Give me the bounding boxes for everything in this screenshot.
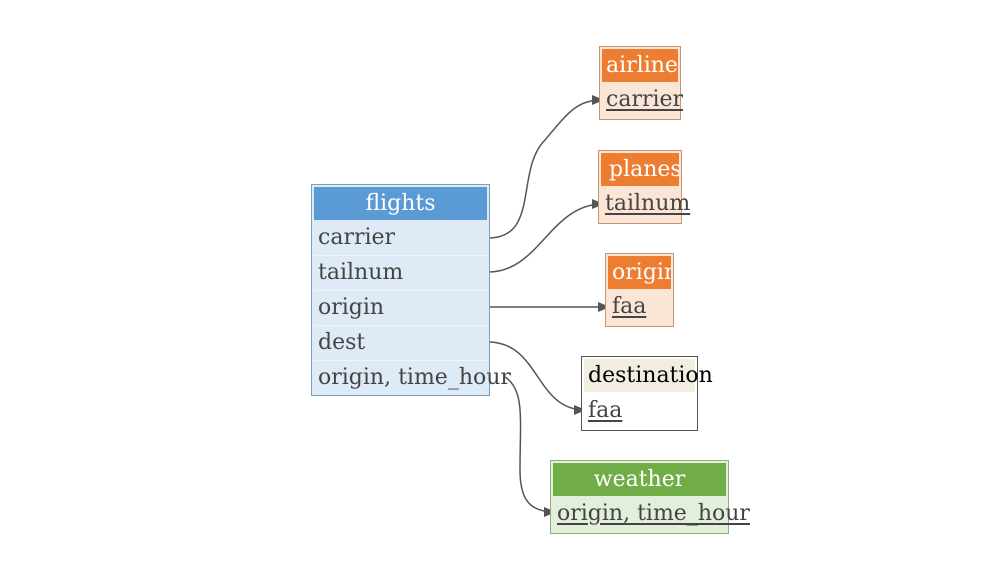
table-destination-header: destination [584, 359, 713, 392]
origin-key-label: faa [612, 294, 647, 319]
weather-key-origin-time-hour: origin, time_hour [553, 497, 750, 531]
table-origin-header: origin [608, 256, 671, 289]
table-airlines[interactable]: airlines carrier [599, 46, 683, 120]
table-flights[interactable]: flights carrier tailnum origin dest orig… [311, 184, 511, 396]
table-airlines-header: airlines [602, 49, 678, 82]
edge-origin-time-hour-to-weather [504, 376, 556, 517]
edge-carrier-to-airlines [487, 95, 604, 239]
table-origin[interactable]: origin faa [605, 253, 674, 327]
destination-key-faa: faa [584, 394, 695, 428]
flights-row-tailnum: tailnum [314, 255, 487, 289]
table-origin-title: origin [612, 260, 671, 285]
table-planes[interactable]: planes tailnum [598, 150, 690, 224]
origin-key-faa: faa [608, 290, 671, 324]
flights-row-dest: dest [314, 325, 487, 359]
airlines-key-carrier: carrier [602, 83, 683, 117]
table-planes-header: planes [601, 153, 679, 186]
table-destination-title: destination [588, 363, 713, 388]
table-planes-title: planes [609, 157, 679, 182]
table-weather-header: weather [553, 463, 726, 496]
planes-key-label: tailnum [605, 191, 691, 216]
planes-key-tailnum: tailnum [601, 187, 690, 221]
table-weather-title: weather [593, 467, 686, 492]
table-flights-header: flights [314, 187, 487, 220]
edge-tailnum-to-planes [487, 199, 604, 273]
airlines-key-label: carrier [606, 87, 684, 112]
table-weather[interactable]: weather origin, time_hour [550, 460, 750, 534]
flights-row-carrier: carrier [318, 225, 396, 250]
edge-dest-to-destination [487, 341, 586, 415]
table-flights-title: flights [365, 191, 436, 216]
table-destination[interactable]: destination faa [581, 356, 713, 431]
flights-row-origin: origin [314, 290, 487, 324]
flights-row-origin-time-hour: origin, time_hour [314, 360, 511, 394]
table-airlines-title: airlines [606, 53, 678, 78]
destination-key-label: faa [588, 398, 623, 423]
weather-key-label: origin, time_hour [557, 501, 750, 526]
